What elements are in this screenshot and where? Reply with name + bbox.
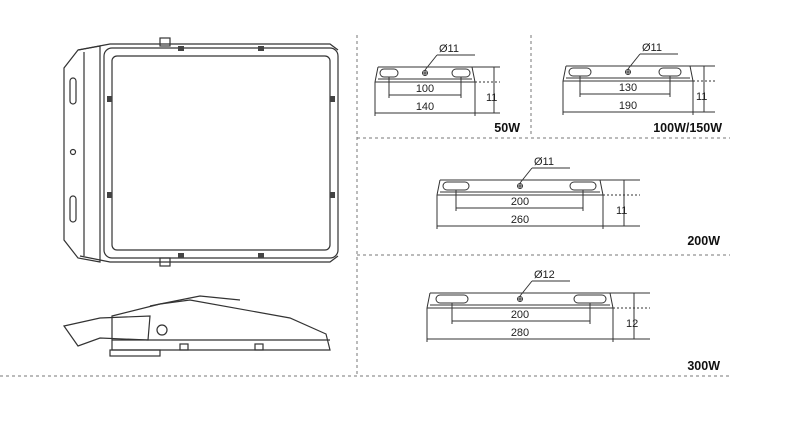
floodlight-side-view — [62, 295, 331, 357]
wattage-label: 300W — [687, 359, 720, 373]
bracket-plate — [562, 65, 694, 82]
height-dimension-label: 12 — [626, 318, 638, 330]
right-slot — [658, 67, 682, 77]
inner-dimension-label: 200 — [511, 309, 529, 321]
frame-clips — [107, 46, 335, 258]
inner-dimension-label: 130 — [619, 82, 637, 94]
outer-dimension-label: 140 — [416, 101, 434, 113]
wattage-label: 50W — [494, 121, 520, 135]
left-slot — [442, 181, 470, 191]
height-dimension-label: 11 — [486, 92, 497, 104]
left-slot — [435, 294, 469, 304]
right-slot — [451, 68, 471, 78]
wattage-label: 200W — [687, 234, 720, 248]
inner-dimension-label: 100 — [416, 83, 434, 95]
hole-diameter-label: Ø12 — [534, 269, 555, 281]
bracket-plate — [436, 179, 604, 196]
left-slot — [379, 68, 399, 78]
bracket-dimension-views: Ø11 100 140 11 50W Ø11 130 190 11 100W/150W Ø11 200… — [374, 42, 722, 373]
right-slot — [569, 181, 597, 191]
height-dimension-label: 11 — [616, 205, 627, 217]
bracket-view-200w: Ø11 200 260 11 200W — [436, 156, 720, 248]
bracket-view-100w: Ø11 130 190 11 100W/150W — [562, 42, 722, 135]
bracket-plate — [426, 292, 614, 309]
hole-diameter-label: Ø11 — [642, 42, 662, 54]
hole-diameter-label: Ø11 — [534, 156, 554, 168]
separator-lines — [0, 35, 730, 377]
left-slot — [568, 67, 592, 77]
height-dimension-label: 11 — [696, 91, 707, 103]
bracket-view-300w: Ø12 200 280 12 300W — [426, 269, 720, 373]
bracket-plate — [374, 66, 476, 83]
outer-dimension-label: 280 — [511, 327, 529, 339]
outer-dimension-label: 260 — [511, 214, 529, 226]
inner-dimension-label: 200 — [511, 196, 529, 208]
floodlight-front-view — [63, 37, 339, 267]
outer-dimension-label: 190 — [619, 100, 637, 112]
right-slot — [573, 294, 607, 304]
bracket-view-50w: Ø11 100 140 11 50W — [374, 43, 520, 135]
hole-diameter-label: Ø11 — [439, 43, 459, 55]
wattage-label: 100W/150W — [653, 121, 722, 135]
